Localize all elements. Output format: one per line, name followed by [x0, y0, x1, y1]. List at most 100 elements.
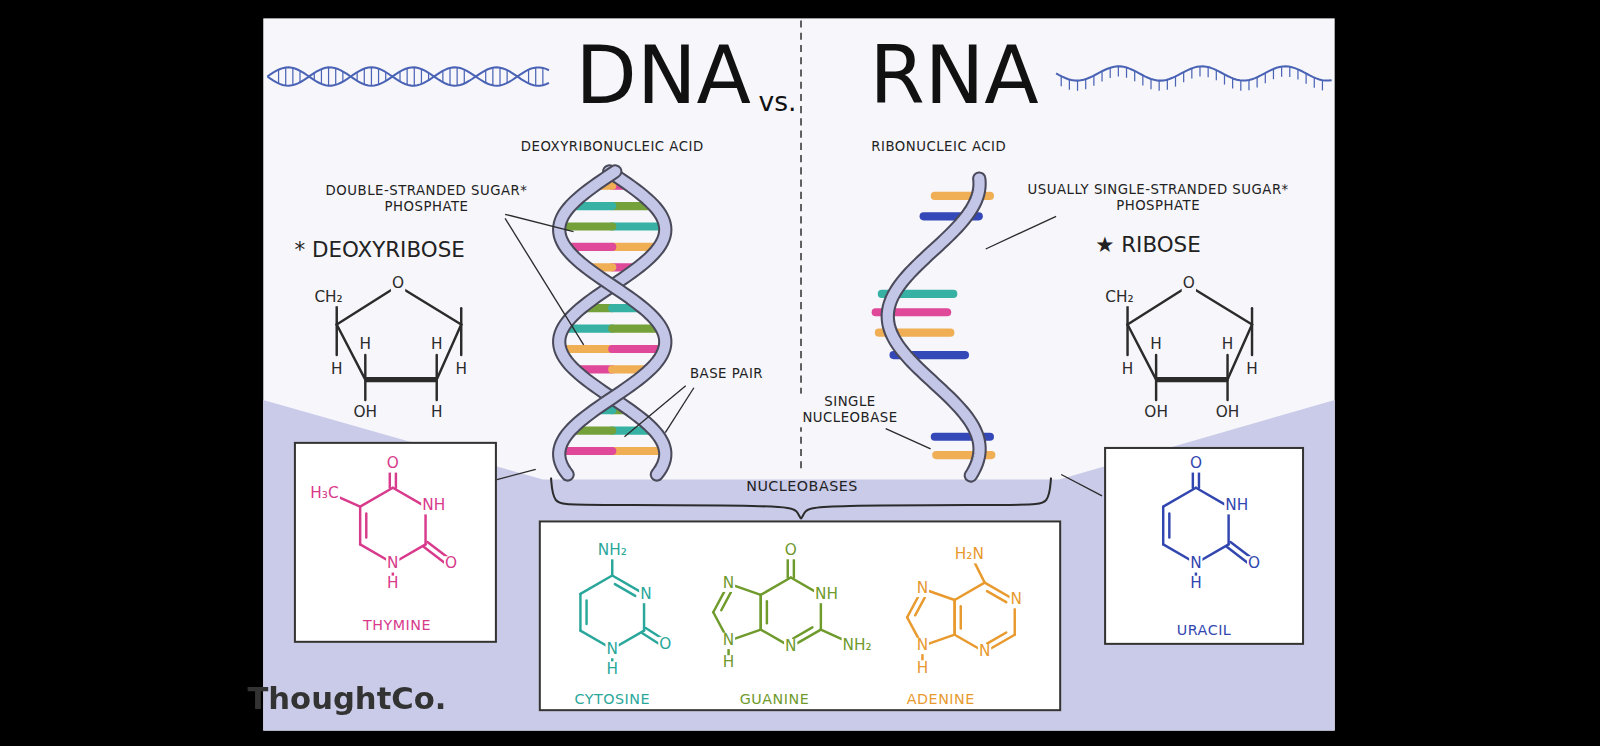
base-name: URACIL — [1177, 621, 1232, 637]
atom-label: H — [359, 337, 373, 353]
bond — [760, 595, 762, 630]
bond — [1155, 380, 1157, 400]
decor-rung — [357, 72, 358, 81]
bond — [1189, 286, 1252, 325]
atom-label: H — [1189, 576, 1203, 592]
decor-rung — [328, 67, 329, 85]
sugar-bottom-bond — [365, 377, 436, 382]
sugar-name: * DEOXYRIBOSE — [294, 237, 464, 264]
bond — [460, 308, 462, 324]
leader-line — [505, 218, 584, 345]
decor-tick — [1118, 66, 1119, 76]
atom-label: O — [391, 276, 405, 292]
base-name: ADENINE — [907, 691, 975, 707]
box-fill — [539, 520, 1061, 711]
bond — [721, 592, 731, 610]
bond — [1251, 324, 1253, 355]
atom-label: H — [430, 337, 444, 353]
sugar-bottom-bond — [1156, 377, 1227, 382]
bond — [336, 306, 338, 324]
callout: BASE PAIR — [689, 366, 764, 383]
decor-tick — [1175, 76, 1176, 86]
atom-label: N — [722, 576, 736, 592]
decor-rung — [285, 68, 286, 86]
bond — [436, 355, 438, 379]
decor-rung — [335, 68, 336, 85]
heading: DEOXYRIBONUCLEIC ACID — [521, 139, 704, 156]
bond — [953, 600, 955, 635]
group-heading: NUCLEOBASES — [746, 478, 858, 494]
decor-tick — [1191, 68, 1192, 78]
atom-label: NH₂ — [842, 638, 873, 654]
atom-label: NH — [421, 498, 446, 514]
decor-tick — [1126, 68, 1127, 78]
bond — [1126, 306, 1128, 324]
decor-tick — [1248, 80, 1249, 90]
decor-tick — [1322, 80, 1323, 90]
decor-rung — [457, 67, 458, 85]
bond — [580, 576, 612, 594]
bond — [1162, 507, 1164, 545]
decor-tick — [1134, 71, 1135, 81]
deoxyribose-structure — [337, 286, 461, 400]
bond — [359, 507, 361, 545]
atom-label: N — [1189, 556, 1203, 572]
decor-rung — [449, 68, 450, 85]
atom-label: H — [1121, 361, 1135, 377]
atom-label: H — [916, 660, 930, 676]
atom-label: N — [784, 639, 798, 655]
decor-tick — [1199, 66, 1200, 76]
atom-label: H — [454, 361, 468, 377]
decor-tick — [1265, 73, 1266, 83]
decor-rung — [407, 68, 408, 84]
decor-tick — [1069, 79, 1070, 89]
decor-tick — [1061, 76, 1062, 86]
bond — [760, 595, 762, 630]
bond — [953, 600, 955, 635]
decor-rung — [385, 72, 386, 81]
atom-label: N — [722, 633, 736, 649]
decor-tick — [1167, 80, 1168, 90]
title-word: vs. — [759, 85, 797, 118]
atom-label: CH₂ — [313, 290, 343, 306]
rna-strand — [876, 179, 992, 476]
bond — [960, 606, 962, 628]
decor-tick — [1257, 77, 1258, 87]
decor-tick — [1305, 73, 1306, 83]
bond — [915, 597, 925, 615]
nucleobase-brace — [551, 478, 1051, 519]
bond — [585, 600, 587, 624]
bond — [955, 583, 985, 600]
bond — [1226, 380, 1228, 400]
decor-tick — [1077, 81, 1078, 91]
leader-line — [505, 214, 573, 231]
decor-rung — [507, 70, 508, 83]
strand-decoration — [1056, 66, 1332, 90]
leader-line — [886, 429, 931, 449]
bond — [793, 627, 812, 638]
ribose-structure — [1128, 286, 1252, 400]
decor-tick — [1085, 79, 1086, 89]
base-name: GUANINE — [740, 691, 809, 707]
decor-strand — [1056, 66, 1332, 80]
decor-rung — [314, 73, 315, 80]
decor-rung — [364, 69, 365, 85]
atom-label: N — [916, 581, 930, 597]
atom-label: O — [444, 556, 458, 572]
box-fill — [294, 442, 497, 643]
bond — [615, 584, 635, 596]
box-fill — [1104, 447, 1304, 645]
decor-rung — [378, 69, 379, 85]
bond — [579, 594, 581, 631]
bond — [1168, 513, 1170, 537]
decor-tick — [1281, 67, 1282, 77]
decor-strand — [267, 67, 549, 85]
decor-tick — [1297, 69, 1298, 79]
decor-tick — [1208, 67, 1209, 77]
decor-rung — [342, 71, 343, 81]
base-name: CYTOSINE — [574, 691, 650, 707]
sugar-phosphate-strand — [559, 171, 665, 474]
decor-rung — [442, 71, 443, 82]
